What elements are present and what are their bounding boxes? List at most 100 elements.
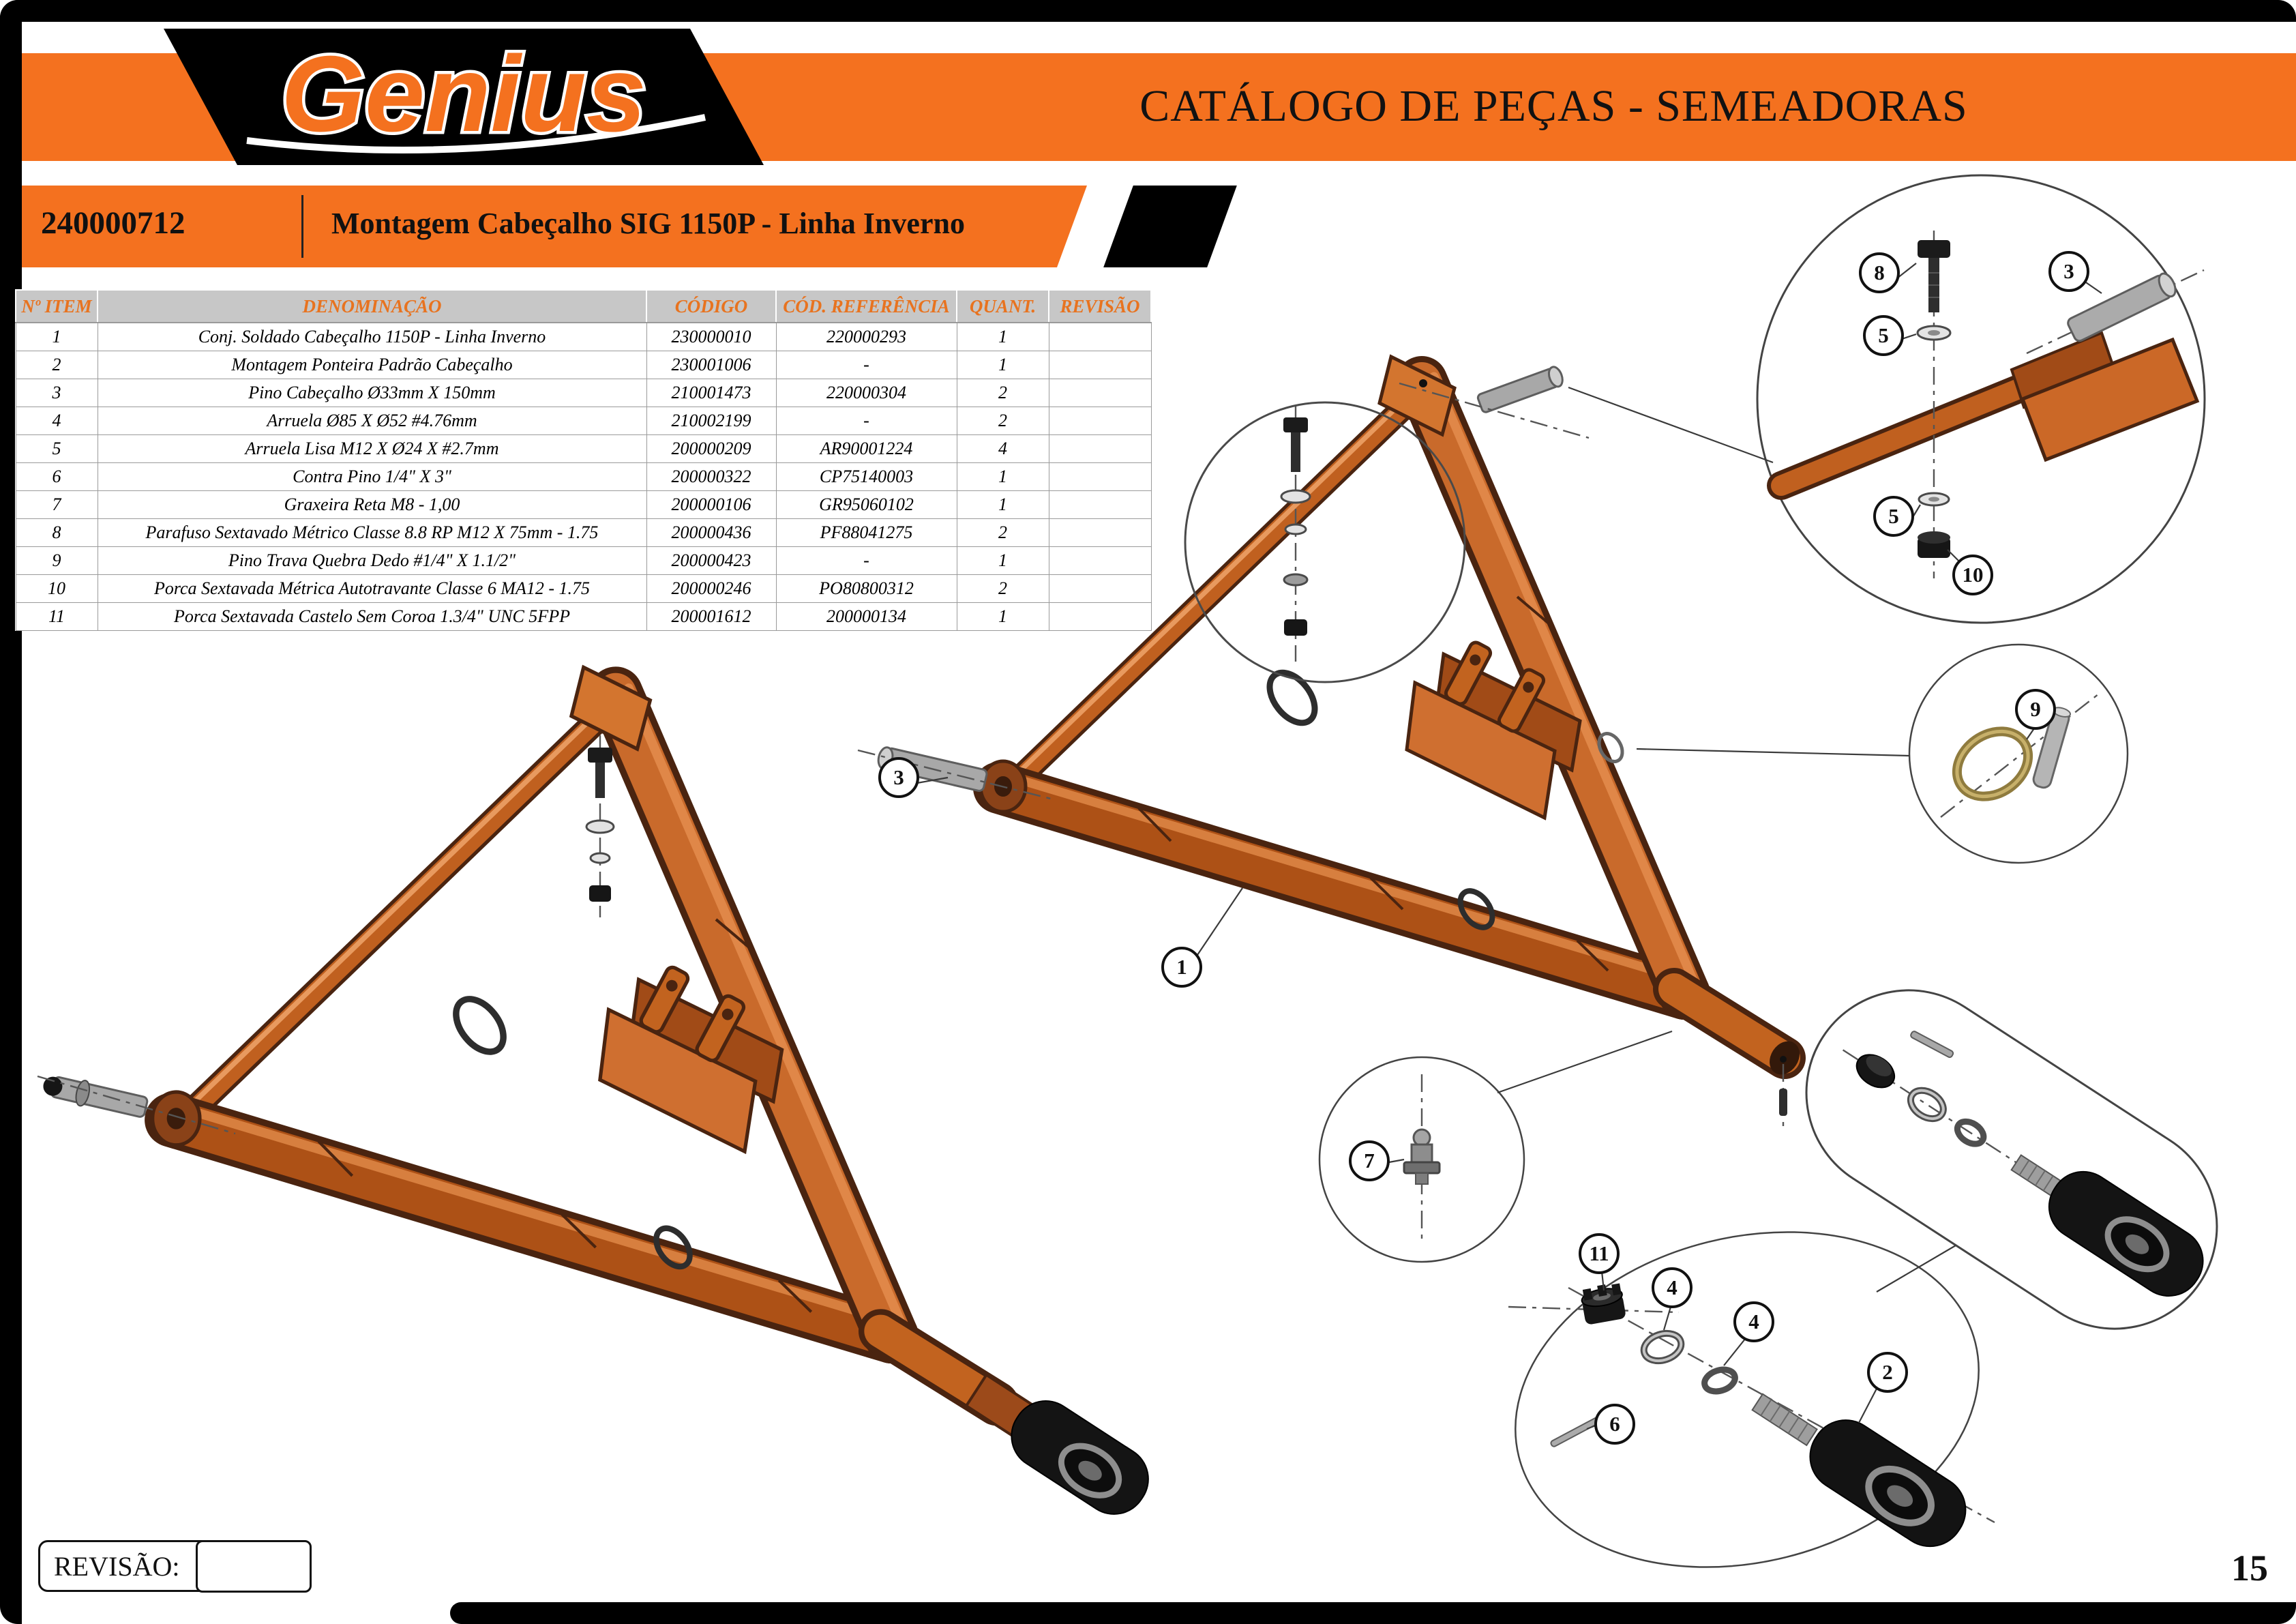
col-code: CÓDIGO: [646, 289, 777, 323]
cell-reference: PF88041275: [775, 518, 957, 547]
cell-code: 230000010: [646, 322, 777, 351]
revision-value-field: [196, 1539, 312, 1593]
cell-item: 8: [15, 518, 98, 547]
cell-quantity: 2: [956, 518, 1049, 547]
cell-item: 10: [15, 574, 98, 603]
callout-balloon: 6: [1594, 1404, 1635, 1445]
genius-logo-text: Genius: [281, 34, 646, 154]
cell-reference: -: [775, 351, 957, 379]
cell-revision: [1048, 379, 1152, 407]
callout-balloon: 11: [1579, 1233, 1620, 1274]
cell-item: 5: [15, 434, 98, 463]
cell-quantity: 1: [956, 602, 1049, 631]
cell-item: 11: [15, 602, 98, 631]
cell-quantity: 1: [956, 546, 1049, 575]
cell-item: 9: [15, 546, 98, 575]
detail-lynch-pin: [1908, 643, 2129, 864]
cell-reference: -: [775, 407, 957, 435]
cell-reference: CP75140003: [775, 462, 957, 491]
revision-box: REVISÃO:: [38, 1539, 312, 1593]
revision-label: REVISÃO:: [54, 1550, 180, 1582]
cell-revision: [1048, 351, 1152, 379]
cell-denomination: Pino Cabeçalho Ø33mm X 150mm: [97, 379, 647, 407]
callout-balloon: 5: [1863, 315, 1904, 356]
frame-left-bar: [0, 0, 22, 1624]
col-reference: CÓD. REFERÊNCIA: [775, 289, 957, 323]
cell-quantity: 4: [956, 434, 1049, 463]
cell-denomination: Porca Sextavada Métrica Autotravante Cla…: [97, 574, 647, 603]
cell-item: 6: [15, 462, 98, 491]
cell-quantity: 2: [956, 407, 1049, 435]
cell-reference: -: [775, 546, 957, 575]
page-number: 15: [2231, 1548, 2268, 1589]
callout-balloon: 2: [1867, 1352, 1908, 1393]
cell-quantity: 1: [956, 490, 1049, 519]
detail-clevis-assembly: [1805, 989, 2218, 1330]
cell-revision: [1048, 407, 1152, 435]
cell-reference: 220000293: [775, 322, 957, 351]
cell-item: 2: [15, 351, 98, 379]
cell-item: 3: [15, 379, 98, 407]
col-quantity: QUANT.: [956, 289, 1049, 323]
cell-code: 200000423: [646, 546, 777, 575]
cell-code: 200001612: [646, 602, 777, 631]
part-number: 240000712: [41, 205, 185, 241]
cell-code: 200000322: [646, 462, 777, 491]
cell-code: 200000106: [646, 490, 777, 519]
cell-denomination: Arruela Lisa M12 X Ø24 X #2.7mm: [97, 434, 647, 463]
table-header-row: Nº ITEM DENOMINAÇÃO CÓDIGO CÓD. REFERÊNC…: [15, 289, 1152, 323]
callout-balloon: 3: [878, 757, 919, 798]
cell-denomination: Pino Trava Quebra Dedo #1/4" X 1.1/2": [97, 546, 647, 575]
callout-balloon: 9: [2015, 689, 2056, 730]
title-block-divider: [301, 195, 303, 258]
col-revision: REVISÃO: [1048, 289, 1152, 323]
cell-reference: PO80800312: [775, 574, 957, 603]
detail-grease-fitting: [1318, 1056, 1525, 1263]
cell-denomination: Arruela Ø85 X Ø52 #4.76mm: [97, 407, 647, 435]
title-block-band: [22, 186, 1087, 267]
frame-top-bar: [0, 0, 2296, 22]
cell-code: 200000209: [646, 434, 777, 463]
callout-balloon: 4: [1733, 1301, 1774, 1342]
cell-code: 210002199: [646, 407, 777, 435]
callout-balloon: 10: [1952, 555, 1993, 595]
cell-revision: [1048, 322, 1152, 351]
cell-revision: [1048, 490, 1152, 519]
genius-logo: Genius: [164, 29, 764, 165]
col-denomination: DENOMINAÇÃO: [97, 289, 647, 323]
cell-denomination: Montagem Ponteira Padrão Cabeçalho: [97, 351, 647, 379]
frame-left-assembly: [37, 667, 1149, 1515]
cell-revision: [1048, 546, 1152, 575]
cell-code: 200000246: [646, 574, 777, 603]
callout-balloon: 3: [2048, 251, 2089, 292]
page-title: CATÁLOGO DE PEÇAS - SEMEADORAS: [1139, 81, 1968, 131]
assembly-title: Montagem Cabeçalho SIG 1150P - Linha Inv…: [331, 207, 965, 240]
cell-quantity: 2: [956, 379, 1049, 407]
cell-revision: [1048, 574, 1152, 603]
col-item: Nº ITEM: [15, 289, 98, 323]
cell-revision: [1048, 602, 1152, 631]
cell-code: 210001473: [646, 379, 777, 407]
cell-quantity: 1: [956, 322, 1049, 351]
cell-denomination: Contra Pino 1/4" X 3": [97, 462, 647, 491]
cell-code: 230001006: [646, 351, 777, 379]
cell-revision: [1048, 518, 1152, 547]
cell-quantity: 1: [956, 462, 1049, 491]
cell-quantity: 2: [956, 574, 1049, 603]
frame-right-assembly: [857, 357, 1806, 1127]
cell-reference: 200000134: [775, 602, 957, 631]
detail-balljoint-exploded: [1508, 1231, 1995, 1568]
parts-table: Nº ITEM DENOMINAÇÃO CÓDIGO CÓD. REFERÊNC…: [15, 289, 1152, 631]
cell-item: 4: [15, 407, 98, 435]
callout-balloon: 8: [1859, 252, 1900, 293]
callout-balloon: 4: [1652, 1267, 1693, 1308]
cell-revision: [1048, 434, 1152, 463]
